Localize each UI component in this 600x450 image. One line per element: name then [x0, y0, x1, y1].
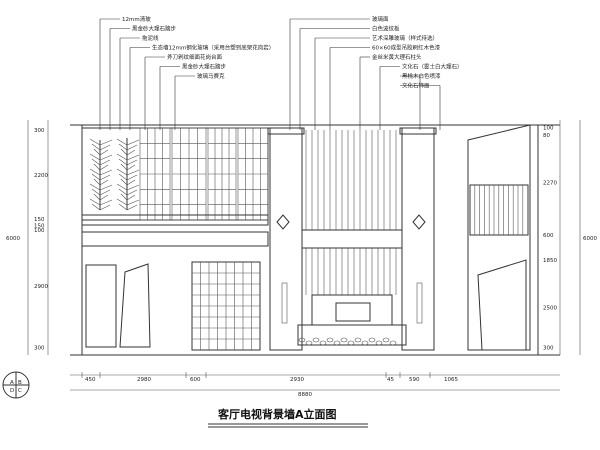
annotation-note: 白色波纹板 [372, 25, 400, 33]
dimension-label: 2270 [543, 181, 557, 187]
dimension-label: 100 [34, 228, 45, 234]
dimension-label: 1065 [444, 377, 458, 383]
drawing-title: 客厅电视背景墙A立面图 [217, 407, 337, 421]
dimension-label: 150 [34, 224, 45, 230]
annotation-note: 金丝米黄大理石柱头 [372, 53, 422, 61]
dimension-label: 300 [34, 128, 45, 134]
compass-letter: C [18, 388, 22, 394]
dimension-lines: 450 2980 600 2930 45 590 1065 8880 300 2200 150150… [6, 120, 597, 398]
annotation-note: 玻璃面 [372, 15, 389, 23]
tv-wall [267, 127, 437, 351]
annotation-note: 斧刀剁纹细面花岗台面 [167, 53, 223, 61]
dimension-label: 150 [34, 217, 45, 223]
dimension-label: 300 [34, 346, 45, 352]
dimension-label: 1850 [543, 258, 557, 264]
annotation-note: 60×60成型吊胶刷红木色漆 [372, 44, 441, 52]
compass-letter: A [10, 380, 14, 386]
compass-letter: D [10, 388, 14, 394]
annotation-note: 生态墙12mm钢化玻璃（采用台塑到底架花岗岩） [152, 44, 274, 52]
dimension-label: 45 [387, 377, 394, 383]
annotation-leaders: 12mm清玻黑金砂大理石踏步拖泥线生态墙12mm钢化玻璃（采用台塑到底架花岗岩）… [99, 15, 463, 130]
dimension-label: 2500 [543, 306, 557, 312]
dimension-total: 6000 [6, 236, 20, 242]
annotation-note: 艺术深雕玻璃（样式待选） [372, 34, 438, 42]
dimension-label: 2980 [137, 377, 151, 383]
dimension-label: 300 [543, 346, 554, 352]
dimension-label: 2900 [34, 284, 48, 290]
annotation-note: 黑金砂大理石踏步 [132, 25, 177, 33]
pebbles [298, 337, 397, 346]
annotation-note: 12mm清玻 [122, 15, 151, 23]
compass-letter: B [18, 380, 22, 386]
dimension-label: 2930 [290, 377, 304, 383]
wall-outline [70, 124, 560, 356]
right-stone-wall [467, 124, 531, 351]
annotation-note: 拖泥线 [142, 34, 159, 42]
section-compass-icon: A B C D [2, 371, 30, 399]
annotation-note: 文化石（雾士白大理石） [402, 63, 463, 71]
dimension-label: 600 [543, 233, 554, 239]
annotation-note: 黑金砂大理石踏步 [182, 63, 227, 71]
left-glass-wall [81, 127, 269, 247]
annotation-note: 玻璃马赛克 [197, 72, 225, 80]
dimension-label: 80 [543, 133, 550, 139]
annotation-note: 文化石饰面 [402, 82, 430, 90]
dimension-label: 590 [409, 377, 420, 383]
dimension-label: 600 [190, 377, 201, 383]
annotation-note: 黑桃木白色喷漆 [402, 72, 441, 80]
dimension-total: 6000 [583, 236, 597, 242]
dimension-total: 8880 [298, 392, 312, 398]
lower-left-panels [85, 261, 261, 351]
dimension-label: 100 [543, 126, 554, 132]
bamboo-plant-icon [89, 138, 140, 211]
dimension-label: 450 [85, 377, 96, 383]
dimension-label: 2200 [34, 173, 48, 179]
